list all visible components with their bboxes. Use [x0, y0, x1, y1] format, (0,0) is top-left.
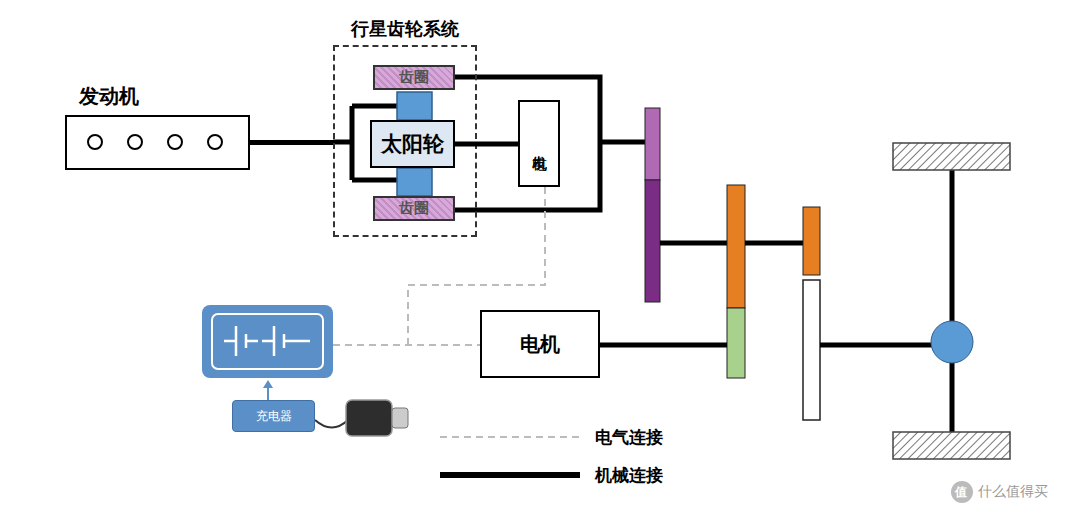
node-label: 齿圈	[399, 199, 429, 218]
charging-plug	[392, 408, 408, 428]
gear-symbol	[645, 180, 660, 302]
charge-arrow	[267, 386, 269, 400]
cylinder-symbol	[168, 135, 182, 149]
motor-box: 电机	[480, 310, 600, 378]
gear-symbol	[645, 108, 660, 180]
shaft-line	[745, 241, 803, 246]
planet-gear	[397, 92, 432, 120]
gear-symbol	[803, 207, 820, 275]
mechanical-connector	[455, 142, 518, 147]
engine-box: 发动机	[65, 115, 250, 170]
shaft-line	[660, 241, 727, 246]
watermark-text: 什么值得买	[978, 483, 1048, 501]
node-heading: 发动机	[79, 83, 139, 110]
ring-output-shaft	[455, 77, 645, 210]
legend-text: 电气连接	[595, 426, 663, 449]
differential-symbol	[931, 321, 973, 363]
cylinder-symbol	[128, 135, 142, 149]
generator-box: 发电机	[518, 100, 560, 187]
node-label: 太阳轮	[381, 130, 444, 158]
charging-plug	[346, 400, 392, 436]
wheel-symbol	[893, 432, 1010, 459]
mechanical-connector	[250, 140, 333, 145]
battery-pack	[202, 305, 333, 378]
legend-sample-mechanical	[440, 472, 580, 478]
ring-gear-box: 齿圈	[373, 196, 455, 221]
node-label: 齿圈	[399, 68, 429, 87]
cylinder-symbol	[88, 135, 102, 149]
node-label: 电机	[520, 331, 560, 358]
battery-symbol	[224, 326, 310, 356]
cylinder-symbol	[208, 135, 222, 149]
legend-sample-electric	[440, 436, 580, 438]
planet-gear	[397, 168, 432, 196]
watermark-icon-text: 值	[955, 484, 967, 501]
gear-symbol	[727, 308, 745, 378]
ring-gear-box: 齿圈	[373, 65, 455, 90]
node-heading: 行星齿轮系统	[351, 17, 459, 41]
charge-arrow-head	[263, 380, 273, 388]
shaft-line	[820, 343, 935, 348]
battery-frame	[212, 314, 323, 369]
charger-cable	[315, 420, 348, 428]
sun-gear-box: 太阳轮	[370, 120, 455, 168]
axle-line	[950, 170, 955, 432]
gear-symbol	[727, 185, 745, 308]
motor-shaft	[600, 343, 727, 348]
charger-box: 充电器	[232, 400, 315, 432]
watermark-icon	[951, 481, 973, 503]
legend-text: 机械连接	[595, 464, 663, 487]
gear-symbol	[803, 280, 820, 420]
wheel-symbol	[893, 143, 1010, 170]
node-label: 充电器	[256, 408, 292, 425]
planetary-group: 行星齿轮系统齿圈太阳轮齿圈	[333, 45, 477, 237]
